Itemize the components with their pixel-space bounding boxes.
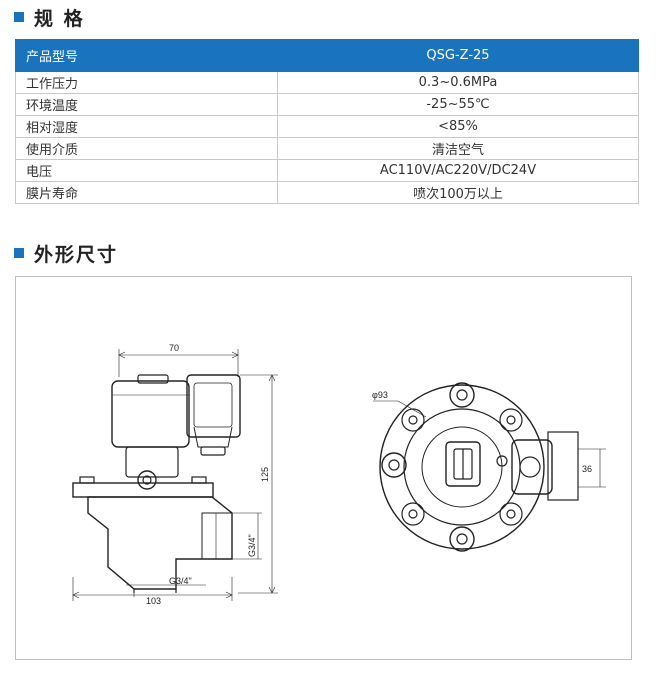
- table-row: 电压 AC110V/AC220V/DC24V: [15, 159, 639, 182]
- spec-key: 膜片寿命: [15, 181, 278, 204]
- table-row: 膜片寿命 喷次100万以上: [15, 181, 639, 204]
- valve-top-view: φ93: [372, 382, 606, 552]
- section-marker-icon: [14, 12, 24, 22]
- spec-value: 喷次100万以上: [277, 181, 639, 204]
- valve-drawing-svg: 70: [72, 343, 606, 606]
- dims-title-text: 外形尺寸: [34, 243, 119, 266]
- spec-header-row: 产品型号 QSG-Z-25: [15, 39, 639, 72]
- spec-title-text: 规 格: [34, 7, 85, 30]
- spec-header-value: QSG-Z-25: [277, 39, 639, 72]
- spec-key: 使用介质: [15, 137, 278, 160]
- section-marker-icon: [14, 248, 24, 258]
- spec-key: 工作压力: [15, 71, 278, 94]
- table-row: 环境温度 -25~55℃: [15, 93, 639, 116]
- spec-key: 电压: [15, 159, 278, 182]
- dim-diameter-label: φ93: [372, 390, 388, 400]
- dims-section-title: 外形尺寸: [14, 241, 119, 266]
- spec-value: <85%: [277, 115, 639, 138]
- valve-side-view: 70: [72, 343, 278, 606]
- spec-header-key: 产品型号: [15, 39, 278, 72]
- table-row: 相对湿度 <85%: [15, 115, 639, 138]
- spec-table: 产品型号 QSG-Z-25 工作压力 0.3~0.6MPa 环境温度 -25~5…: [15, 39, 639, 204]
- table-row: 工作压力 0.3~0.6MPa: [15, 71, 639, 94]
- dim-bottom-port-label: G3/4": [169, 576, 192, 586]
- dim-side-port-label: G3/4": [247, 534, 257, 557]
- dim-coil-label: 36: [582, 464, 592, 474]
- spec-value: 0.3~0.6MPa: [277, 71, 639, 94]
- spec-value: -25~55℃: [277, 93, 639, 116]
- dim-width-label: 70: [169, 343, 179, 353]
- dim-bottom-label: 103: [146, 596, 161, 606]
- dim-height-label: 125: [260, 467, 270, 482]
- spec-key: 环境温度: [15, 93, 278, 116]
- spec-key: 相对湿度: [15, 115, 278, 138]
- spec-value: AC110V/AC220V/DC24V: [277, 159, 639, 182]
- spec-section-title: 规 格: [14, 5, 85, 30]
- table-row: 使用介质 清洁空气: [15, 137, 639, 160]
- spec-value: 清洁空气: [277, 137, 639, 160]
- dimension-drawing: 70: [15, 276, 632, 660]
